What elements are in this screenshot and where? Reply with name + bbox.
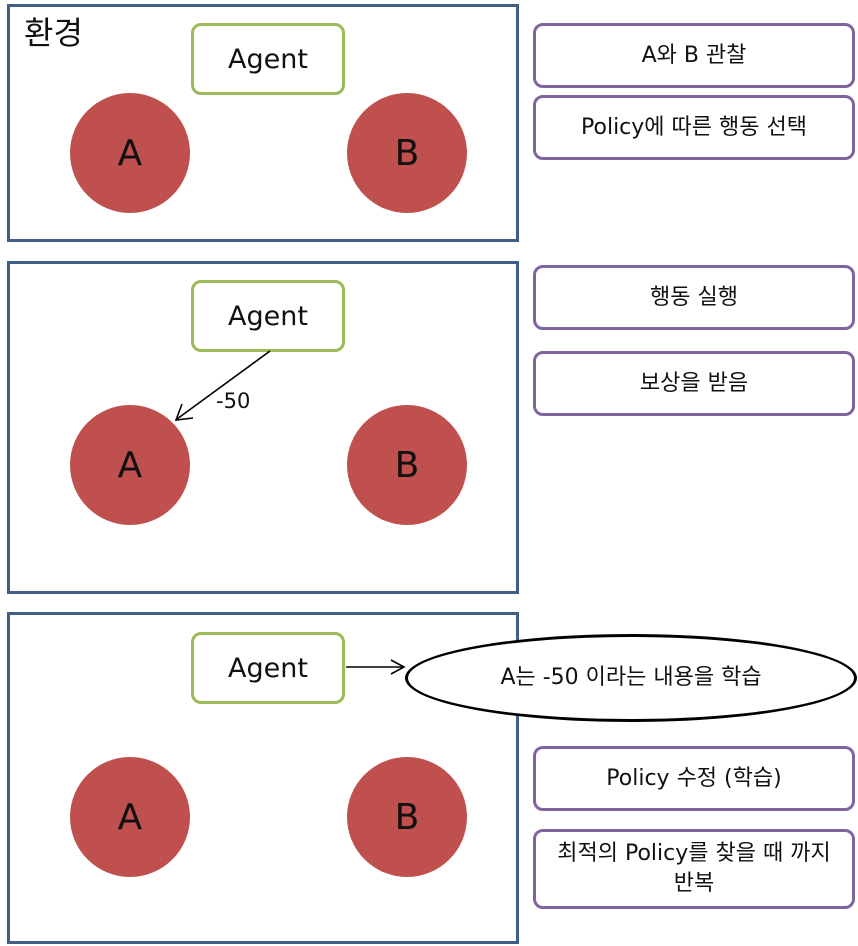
step-observe: A와 B 관찰: [533, 23, 855, 88]
node-b-2: B: [347, 405, 467, 525]
step-execute: 행동 실행: [533, 265, 855, 330]
agent-box-1: Agent: [191, 23, 345, 95]
node-a-3: A: [70, 757, 190, 877]
node-b-3: B: [347, 757, 467, 877]
step-select-action: Policy에 따른 행동 선택: [533, 95, 855, 160]
step-receive-reward: 보상을 받음: [533, 351, 855, 416]
node-b-1: B: [347, 93, 467, 213]
node-a-2: A: [70, 405, 190, 525]
step-update-policy: Policy 수정 (학습): [533, 746, 855, 811]
environment-label: 환경: [24, 14, 83, 52]
learned-note-ellipse: A는 -50 이라는 내용을 학습: [405, 634, 857, 722]
agent-box-3: Agent: [191, 632, 345, 704]
agent-box-2: Agent: [191, 280, 345, 352]
node-a-1: A: [70, 93, 190, 213]
reward-label: -50: [216, 389, 251, 413]
step-repeat: 최적의 Policy를 찾을 때 까지 반복: [533, 829, 855, 909]
